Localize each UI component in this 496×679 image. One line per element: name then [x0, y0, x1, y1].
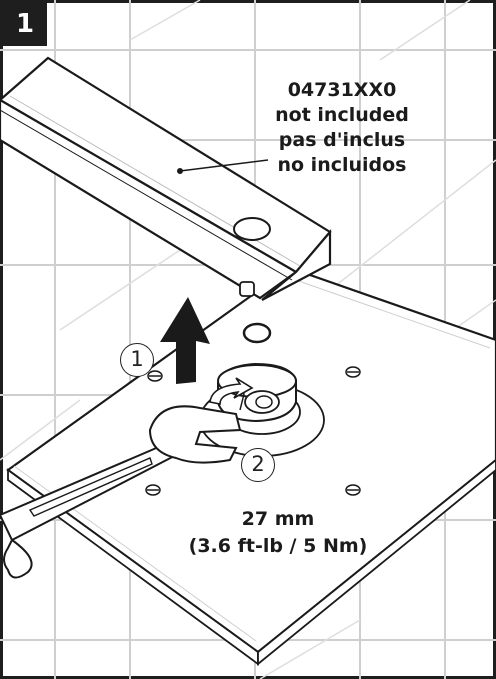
shower-arm: [0, 56, 332, 301]
part-note-en: not included: [275, 104, 409, 126]
callout-2: 2: [241, 448, 275, 482]
part-note-es: no incluidos: [277, 154, 407, 176]
plate-screws: [145, 366, 361, 496]
wrench-size: 27 mm: [241, 508, 315, 530]
step-number-badge: 1: [3, 2, 47, 46]
washer: [242, 322, 272, 344]
torque-spec: 27 mm (3.6 ft-lb / 5 Nm): [148, 506, 408, 560]
wrench-icon: [0, 405, 242, 579]
part-label: 04731XX0 not included pas d'inclus no in…: [252, 78, 432, 178]
part-note-fr: pas d'inclus: [278, 129, 406, 151]
callout-1: 1: [120, 343, 154, 377]
label-leader: [179, 159, 269, 172]
label-leader-dot: [177, 168, 183, 174]
mount-plate: [6, 266, 496, 666]
part-number: 04731XX0: [287, 79, 397, 101]
rotate-arrow-icon: [209, 377, 254, 405]
up-arrow-icon: [160, 297, 210, 384]
torque-value: (3.6 ft-lb / 5 Nm): [188, 535, 368, 557]
